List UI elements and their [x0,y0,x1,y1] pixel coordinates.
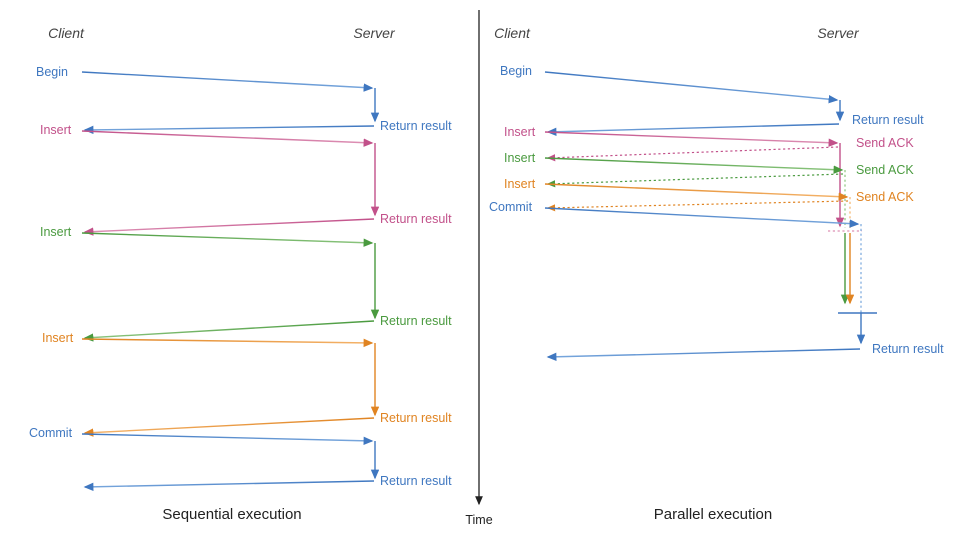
left-arrow-insert-1-return [83,218,375,236]
left-label-insert-3-return: Return result [380,411,452,425]
right-message-group-insert-1: Insert Send ACK [504,125,914,232]
right-panel-parallel: Client Server Begin Return result Insert… [489,25,944,523]
left-arrow-insert-2-return [83,320,375,342]
left-panel-sequential: Client Server Begin Return result Insert… [29,25,452,523]
right-message-group-insert-3: Insert Send ACK [504,177,914,305]
right-arrow-begin-return [546,123,840,136]
right-arrow-insert-3-ack [546,200,849,212]
left-label-insert-2-return: Return result [380,314,452,328]
left-message-group-commit: Commit Return result [29,426,452,492]
time-axis-label: Time [465,513,492,527]
left-label-begin: Begin [36,65,68,79]
left-arrow-insert-1-request [81,130,374,147]
right-arrow-insert-1-ack [546,146,839,162]
left-label-insert-3: Insert [42,331,74,345]
left-label-begin-return: Return result [380,119,452,133]
left-message-group-insert-3: Insert Return result [42,331,452,437]
right-message-group-begin: Begin Return result [500,64,924,136]
left-panel-caption: Sequential execution [162,506,301,523]
left-arrow-commit-return [83,480,375,492]
left-arrow-insert-3-return [83,417,375,437]
time-axis: Time [465,10,493,527]
right-label-insert-2-ack: Send ACK [856,163,914,177]
right-label-insert-1-ack: Send ACK [856,136,914,150]
left-message-group-begin: Begin Return result [36,65,452,135]
left-label-commit-return: Return result [380,474,452,488]
right-arrow-insert-2-ack [546,173,844,188]
right-arrow-insert-3-request [544,183,849,201]
left-arrow-insert-2-request [81,232,374,247]
left-label-commit: Commit [29,426,73,440]
left-label-insert-1-return: Return result [380,212,452,226]
right-label-insert-3: Insert [504,177,536,191]
left-arrow-begin-return [83,125,375,135]
right-arrow-insert-1-request [544,131,839,147]
right-label-commit: Commit [489,200,533,214]
left-client-header: Client [48,25,85,41]
right-label-commit-return: Return result [872,342,944,356]
left-message-group-insert-2: Insert Return result [40,225,452,342]
right-label-insert-3-ack: Send ACK [856,190,914,204]
left-arrow-commit-request [81,433,374,445]
right-message-group-commit: Commit Return result [489,200,944,361]
right-panel-caption: Parallel execution [654,506,772,523]
left-label-insert-2: Insert [40,225,72,239]
left-arrow-begin-request [81,71,374,92]
right-arrow-insert-2-request [544,157,844,174]
right-arrow-commit-request [544,207,860,228]
right-label-insert-1: Insert [504,125,536,139]
right-label-begin: Begin [500,64,532,78]
right-server-header: Server [817,25,860,41]
right-client-header: Client [494,25,531,41]
right-label-insert-2: Insert [504,151,536,165]
right-message-group-insert-2: Insert Send ACK [504,151,914,305]
right-arrow-begin-request [544,71,839,104]
left-label-insert-1: Insert [40,123,72,137]
right-arrow-commit-return [546,348,861,361]
left-message-group-insert-1: Insert Return result [40,123,452,236]
left-arrow-insert-3-request [81,338,374,348]
right-label-begin-return: Return result [852,113,924,127]
left-server-header: Server [353,25,396,41]
